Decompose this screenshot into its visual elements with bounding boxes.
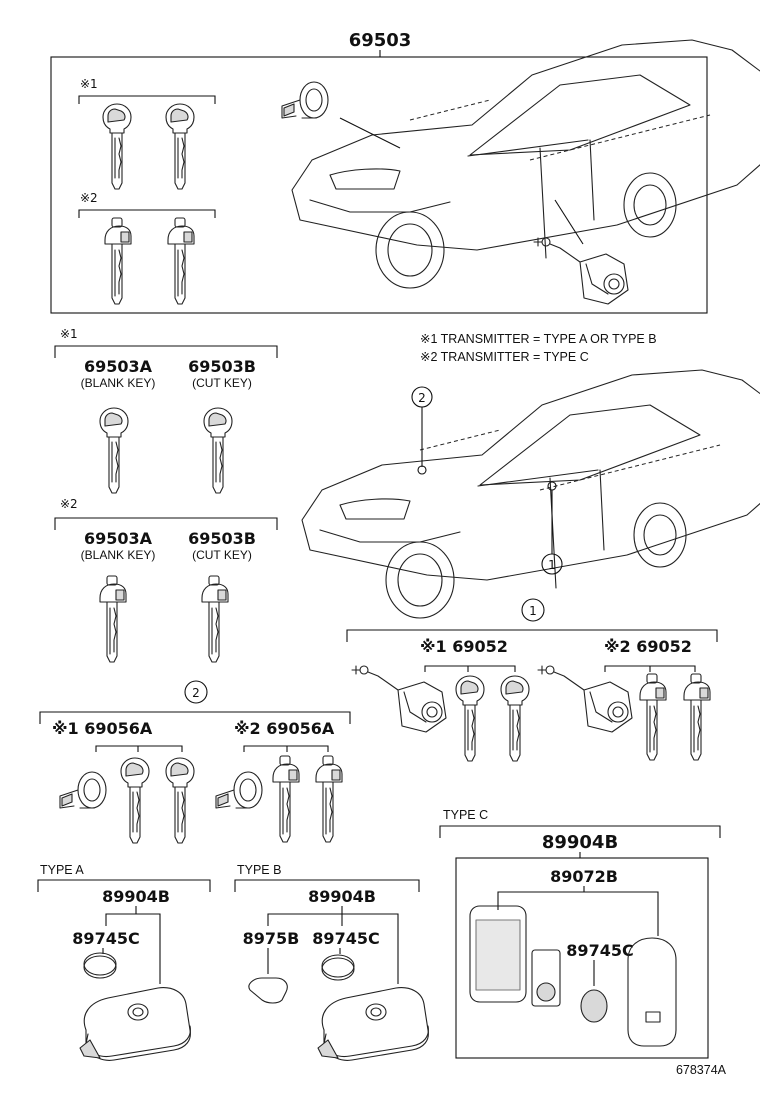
key-icon — [99, 575, 127, 663]
type-b-title: TYPE B — [237, 863, 281, 877]
keys-m1-mark: ※1 — [60, 327, 78, 341]
group2-right-label: ※2 69056A — [234, 719, 335, 738]
keys-m1-bracket — [54, 345, 278, 358]
group1-right-tree — [604, 665, 696, 672]
group2-left-label: ※1 69056A — [52, 719, 153, 738]
key-icon — [203, 407, 233, 494]
type-c-battery-part: 89745C — [566, 941, 633, 960]
smart-key-icon — [627, 937, 677, 1047]
top-part-number: 69503 — [349, 30, 412, 51]
group1-bracket — [346, 629, 718, 642]
lock-cylinder-icon — [281, 81, 329, 119]
key-icon — [99, 407, 129, 494]
key-icon — [639, 673, 667, 761]
type-a-bracket — [37, 879, 211, 892]
callout-1-number: 1 — [548, 558, 556, 572]
group1-right-label: ※2 69052 — [604, 637, 692, 656]
keys-m2-right-part: 69503B — [188, 529, 256, 548]
key-icon — [167, 217, 195, 305]
figure-id: 678374A — [676, 1063, 727, 1077]
car-illustration — [291, 39, 760, 289]
lock-cylinder-icon — [215, 771, 263, 809]
type-c-bracket — [439, 825, 721, 838]
type-b-battery-part: 89745C — [312, 929, 379, 948]
group2-bracket — [39, 711, 351, 724]
door-cylinder-icon — [537, 665, 633, 733]
coin-battery-icon — [83, 952, 117, 979]
fob-case-icon — [469, 905, 527, 1003]
key-icon — [455, 675, 485, 762]
type-b-top-part: 89904B — [308, 887, 376, 906]
top-group-box — [50, 56, 708, 314]
coin-battery-icon — [580, 989, 608, 1023]
type-a-battery-part: 89745C — [72, 929, 139, 948]
key-icon — [272, 755, 300, 843]
note-1: ※1 TRANSMITTER = TYPE A OR TYPE B — [420, 332, 657, 346]
key-icon — [165, 757, 195, 844]
arrow-line — [339, 117, 401, 149]
type-c-top-part: 89904B — [542, 832, 618, 853]
keys-m1-left-part: 69503A — [84, 357, 153, 376]
note-2: ※2 TRANSMITTER = TYPE C — [420, 350, 589, 364]
type-a-top-part: 89904B — [102, 887, 170, 906]
group2-callout-number: 2 — [192, 686, 200, 700]
group1-callout-number: 1 — [529, 604, 537, 618]
circuit-board-icon — [531, 949, 561, 1007]
top-bracket-1 — [78, 95, 216, 104]
group1-callout-circle — [521, 598, 545, 622]
type-c-box — [455, 857, 709, 1059]
key-icon — [500, 675, 530, 762]
arrow-line — [554, 199, 584, 245]
cover-icon — [248, 977, 288, 1004]
keys-m2-left-desc: (BLANK KEY) — [81, 548, 156, 562]
key-icon — [315, 755, 343, 843]
callout-dot — [547, 481, 557, 491]
car-illustration — [301, 369, 760, 619]
lock-cylinder-icon — [59, 771, 107, 809]
door-cylinder-icon — [533, 237, 629, 305]
key-icon — [683, 673, 711, 761]
top-mark-1: ※1 — [80, 77, 98, 91]
key-fob-icon — [79, 987, 191, 1061]
key-icon — [120, 757, 150, 844]
callout-2-number: 2 — [418, 391, 426, 405]
board-cell-icon — [536, 982, 556, 1002]
callout-dot — [417, 465, 427, 475]
group2-right-tree — [243, 745, 329, 752]
key-icon — [102, 103, 132, 190]
type-c-sub-part: 89072B — [550, 867, 618, 886]
type-b-part-1: 8975B — [243, 929, 300, 948]
keys-m1-left-desc: (BLANK KEY) — [81, 376, 156, 390]
key-icon — [104, 217, 132, 305]
key-icon — [165, 103, 195, 190]
group2-left-tree — [95, 745, 183, 752]
keys-m2-bracket — [54, 517, 278, 530]
type-b-tree — [267, 906, 399, 984]
coin-battery-icon — [321, 954, 355, 981]
type-b-bracket — [234, 879, 420, 892]
group1-left-label: ※1 69052 — [420, 637, 508, 656]
door-cylinder-icon — [351, 665, 447, 733]
key-fob-icon — [317, 987, 429, 1061]
smart-key-logo — [645, 1011, 661, 1023]
type-a-title: TYPE A — [40, 863, 84, 877]
key-icon — [201, 575, 229, 663]
type-c-tree — [497, 886, 659, 936]
type-a-tree — [105, 906, 161, 984]
top-bracket-2 — [78, 209, 216, 218]
group1-left-tree — [424, 665, 516, 672]
fob-case-inner — [475, 919, 521, 991]
keys-m2-mark: ※2 — [60, 497, 78, 511]
keys-m2-right-desc: (CUT KEY) — [192, 548, 252, 562]
top-mark-2: ※2 — [80, 191, 98, 205]
keys-m1-right-desc: (CUT KEY) — [192, 376, 252, 390]
keys-m2-left-part: 69503A — [84, 529, 153, 548]
keys-m1-right-part: 69503B — [188, 357, 256, 376]
type-c-title: TYPE C — [443, 808, 488, 822]
group2-callout-circle — [184, 680, 208, 704]
type-b-leaders — [267, 948, 341, 974]
